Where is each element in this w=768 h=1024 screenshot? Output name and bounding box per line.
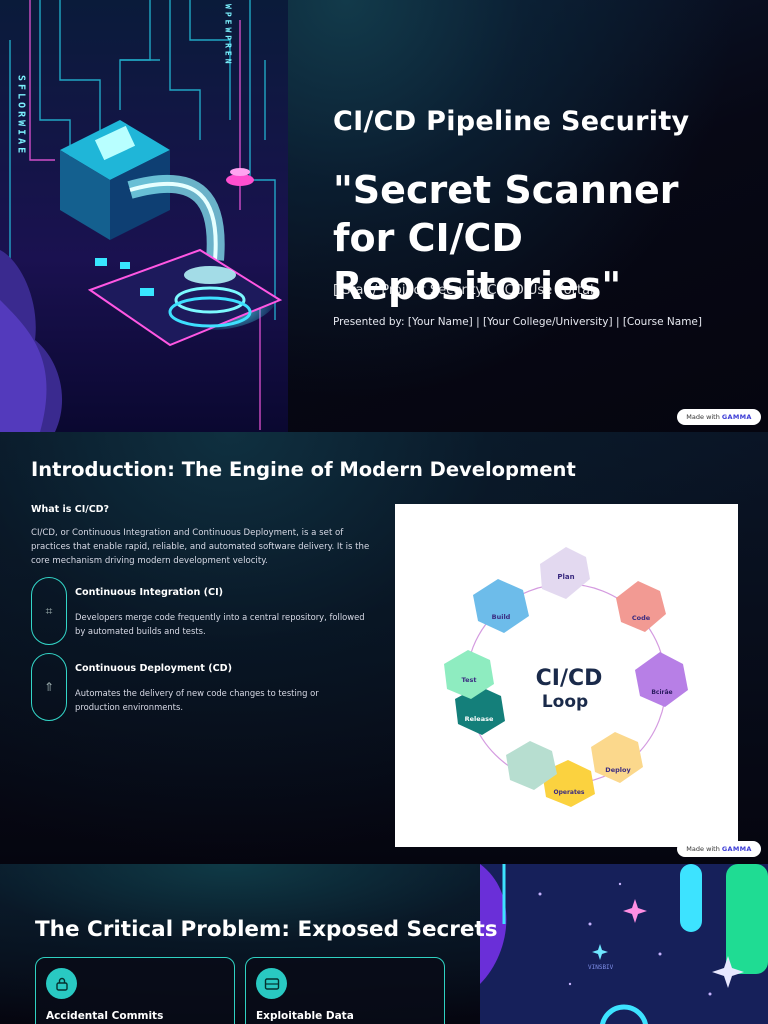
- section-heading: What is CI/CD?: [31, 504, 110, 515]
- slide-title: The Critical Problem: Exposed Secrets: [35, 917, 498, 942]
- card-title: Accidental Commits: [46, 1010, 164, 1022]
- badge-brand: GAMMA: [721, 413, 752, 421]
- svg-text:Code: Code: [632, 614, 651, 622]
- badge-prefix: Made with: [686, 845, 720, 853]
- space-illustration: VINSBIV: [480, 864, 768, 1024]
- svg-text:Build: Build: [492, 613, 511, 621]
- slide-title: "Secret Scanner for CI/CD Repositories": [333, 168, 679, 308]
- stage-deploy: Deploy: [591, 732, 643, 783]
- rocket-icon: ⇑: [31, 653, 67, 721]
- stage-release: Release: [455, 686, 505, 735]
- stage-test: Test: [444, 650, 494, 699]
- stage-plan: Plan: [540, 547, 590, 599]
- made-with-gamma-badge[interactable]: Made with GAMMA: [677, 409, 761, 425]
- overlapped-tagline: [ Stat / Project Security CI/CD Use Port…: [333, 283, 594, 298]
- cicd-loop-diagram: CI/CD Loop Plan Code Bcirâe Deploy Opera…: [395, 504, 738, 847]
- feature-description: Developers merge code frequently into a …: [75, 612, 365, 636]
- stage-build: Build: [473, 579, 529, 633]
- stage-blank: [506, 741, 557, 790]
- svg-text:Release: Release: [465, 715, 494, 723]
- feature-title: Continuous Integration (CI): [75, 587, 224, 598]
- art-text: VINSBIV: [588, 964, 614, 971]
- svg-text:Bcirâe: Bcirâe: [651, 689, 672, 696]
- integration-icon: ⌗: [31, 577, 67, 645]
- stage-bcirae: Bcirâe: [635, 652, 688, 707]
- intro-paragraph: CI/CD, or Continuous Integration and Con…: [31, 528, 370, 566]
- svg-text:Plan: Plan: [557, 573, 574, 581]
- lock-icon: [46, 968, 77, 999]
- loop-center-line2: Loop: [542, 692, 588, 712]
- database-icon: [256, 968, 287, 999]
- title-slide: SFLORWIAE WPEWPREN CI/CD Pipeline Securi…: [0, 0, 768, 432]
- badge-brand: GAMMA: [721, 845, 752, 853]
- loop-center-line1: CI/CD: [536, 666, 603, 691]
- cyber-pipeline-illustration: SFLORWIAE WPEWPREN: [0, 0, 288, 432]
- slide-subtitle: CI/CD Pipeline Security: [333, 106, 690, 137]
- problem-card-accidental-commits: Accidental Commits: [35, 957, 235, 1024]
- feature-title: Continuous Deployment (CD): [75, 663, 232, 674]
- introduction-slide: Introduction: The Engine of Modern Devel…: [0, 432, 768, 864]
- stage-code: Code: [616, 581, 666, 632]
- art-text-right: WPEWPREN: [224, 4, 233, 67]
- card-title: Exploitable Data: [256, 1010, 354, 1022]
- loop-svg: CI/CD Loop Plan Code Bcirâe Deploy Opera…: [444, 547, 688, 807]
- slide-title: Introduction: The Engine of Modern Devel…: [31, 458, 576, 481]
- svg-text:Deploy: Deploy: [605, 766, 631, 774]
- feature-description: Automates the delivery of new code chang…: [75, 688, 319, 712]
- art-text-left: SFLORWIAE: [16, 75, 27, 156]
- svg-text:Operates: Operates: [554, 789, 585, 796]
- made-with-gamma-badge[interactable]: Made with GAMMA: [677, 841, 761, 857]
- presenter-line: Presented by: [Your Name] | [Your Colleg…: [333, 316, 702, 328]
- problem-card-exploitable-data: Exploitable Data: [245, 957, 445, 1024]
- badge-prefix: Made with: [686, 413, 720, 421]
- problem-slide: VINSBIV The Critical Problem: Exposed Se…: [0, 864, 768, 1024]
- svg-text:Test: Test: [462, 676, 477, 684]
